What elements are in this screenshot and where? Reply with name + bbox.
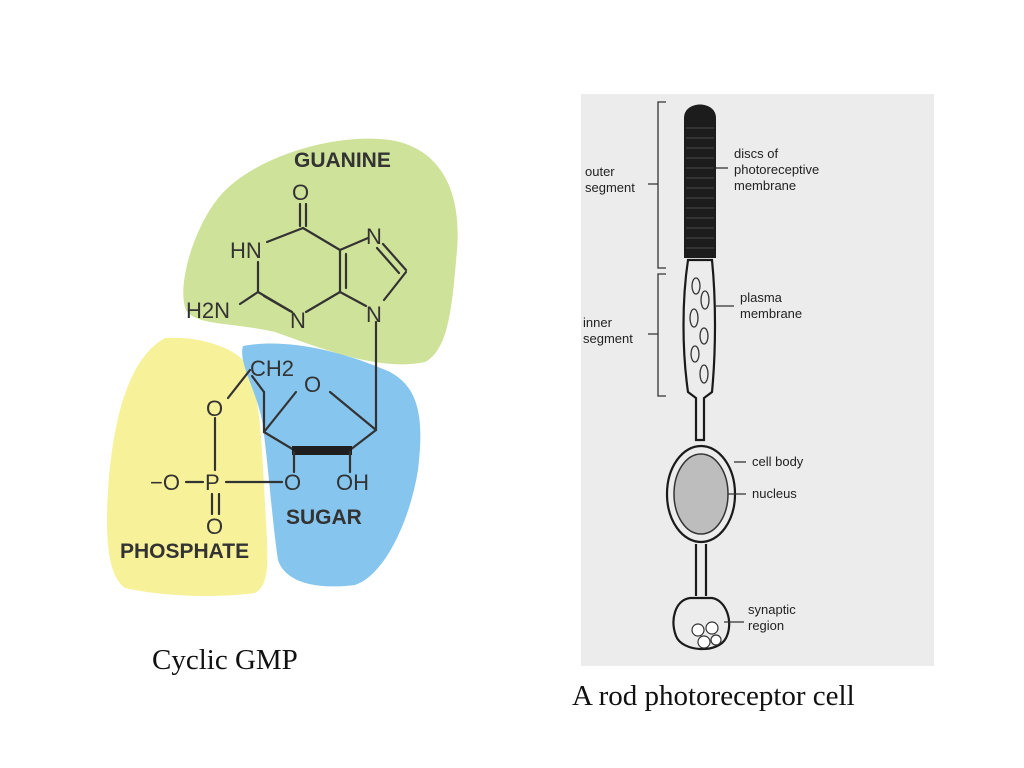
phosphate-label: PHOSPHATE: [120, 540, 249, 563]
cell-body-label: cell body: [752, 454, 804, 469]
bond: [262, 430, 296, 452]
outer-segment-label: outer segment: [585, 164, 635, 195]
bond: [250, 374, 266, 394]
synaptic-region-label: synaptic region: [748, 602, 799, 633]
inner-segment: [682, 258, 717, 442]
phosphate-region: [106, 337, 268, 596]
atom-oh: OH: [336, 470, 369, 495]
disc-stack: [686, 127, 714, 249]
synaptic-vesicles: [691, 621, 722, 649]
atom-n3: N: [290, 308, 306, 333]
nucleus: [673, 453, 729, 535]
bond: [338, 290, 368, 308]
atom-n7: N: [366, 224, 382, 249]
atom-hn: HN: [230, 238, 262, 263]
bond: [238, 290, 260, 306]
inner-segment-bracket: [648, 273, 666, 397]
discs-label: discs of photoreceptive membrane: [734, 146, 823, 193]
bond: [262, 294, 292, 313]
rod-panel: [581, 94, 934, 666]
atom-ring-o: O: [304, 372, 321, 397]
bond: [265, 226, 305, 244]
rod-diagram: outer segment inner segment discs of pho…: [581, 94, 934, 666]
bond: [328, 390, 378, 432]
atom-ch2: CH2: [250, 356, 294, 381]
guanine-region: [183, 138, 458, 365]
bond: [348, 428, 378, 452]
bond: [301, 226, 342, 252]
bond: [262, 390, 298, 434]
bond: [382, 270, 408, 302]
atom-neg-o: −O: [150, 470, 180, 495]
bond: [381, 242, 408, 272]
cgmp-caption: Cyclic GMP: [152, 644, 298, 676]
atom-ester-o: O: [206, 396, 223, 421]
atom-carbonyl-o: O: [292, 180, 309, 205]
atom-h2n: H2N: [186, 298, 230, 323]
plasma-membrane-label: plasma membrane: [740, 290, 802, 321]
bond: [338, 236, 370, 252]
nucleus-label: nucleus: [752, 486, 797, 501]
atom-o3: O: [284, 470, 301, 495]
bond: [226, 368, 252, 400]
cgmp-diagram: O HN N N N H2N CH2 O O P −O O O OH GUANI…: [106, 138, 458, 596]
bond: [375, 246, 401, 275]
guanine-label: GUANINE: [294, 149, 391, 172]
atom-n9: N: [366, 302, 382, 327]
outer-segment-bracket: [648, 101, 666, 269]
synaptic-terminal: [672, 596, 731, 651]
ring-wedge-bond: [292, 446, 352, 455]
axon: [694, 544, 708, 596]
sugar-label: SUGAR: [286, 506, 362, 529]
bond: [304, 290, 342, 314]
atom-phosphoryl-o: O: [206, 514, 223, 539]
mitochondria: [689, 277, 710, 384]
inner-segment-label: inner segment: [583, 315, 633, 346]
atom-p: P: [205, 470, 220, 495]
outer-segment: [684, 104, 716, 258]
rod-caption: A rod photoreceptor cell: [572, 680, 855, 712]
